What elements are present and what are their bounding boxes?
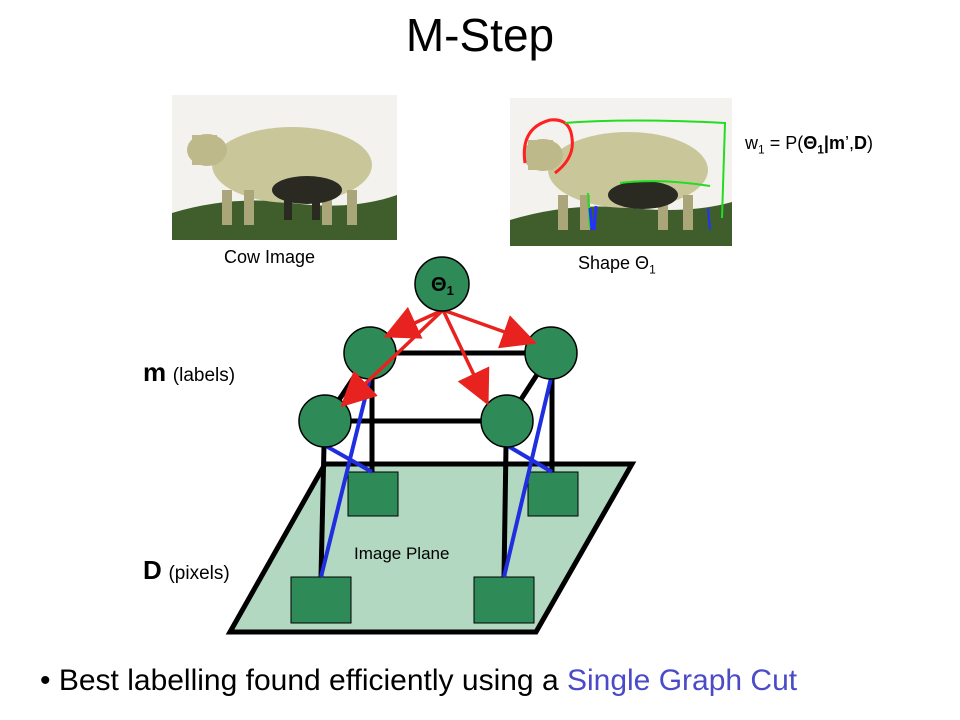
shape-image-caption: Shape Θ1 [578, 253, 656, 277]
theta-node-symbol: Θ [431, 274, 447, 296]
formula-bar: | [823, 133, 829, 153]
pixel-node-back-left [347, 471, 399, 517]
pixels-symbol: D [143, 555, 162, 585]
labels-symbol: m [143, 357, 167, 387]
pixel-node-back-right [527, 471, 579, 517]
label-node-front-right [480, 394, 534, 448]
label-node-back-left [343, 326, 397, 380]
pixel-node-front-right [473, 576, 535, 624]
formula-eq: = P( [764, 133, 804, 153]
image-plane-label: Image Plane [354, 544, 449, 563]
formula-w: w [745, 133, 758, 153]
formula-theta-sub: 1 [817, 142, 824, 157]
cow-image-illustration [172, 95, 397, 240]
bullet-text: Best labelling found efficiently using a [50, 664, 567, 697]
label-node-back-right [524, 326, 578, 380]
formula-close: ) [866, 133, 873, 153]
shape-caption-sub: 1 [649, 262, 656, 277]
bullet-marker: • [40, 664, 51, 697]
shape-image [510, 98, 732, 246]
data-edge-front-right [501, 445, 509, 578]
formula-comma: ’, [844, 133, 854, 153]
formula-d: D [853, 133, 867, 153]
blue-edge-4 [506, 444, 554, 474]
theta-arrow-front-left [340, 308, 445, 408]
blue-edge-1 [319, 377, 372, 578]
summary-bullet: • Best labelling found efficiently using… [40, 664, 797, 698]
pixel-node-front-left [290, 576, 352, 624]
cow-image-caption: Cow Image [224, 247, 316, 267]
theta-arrow-back-right [442, 308, 537, 349]
formula-w-sub: 1 [758, 142, 765, 157]
bullet-highlight: Single Graph Cut [566, 664, 798, 697]
labels-row-label: m (labels) [143, 357, 235, 388]
slide-title: M-Step [405, 9, 555, 61]
pixels-row-label: D (pixels) [143, 555, 230, 586]
label-node-front-left [298, 394, 352, 448]
cow-image [172, 95, 397, 240]
theta-node-sub: 1 [447, 283, 454, 298]
labels-description: (labels) [172, 365, 236, 386]
blue-edge-2 [325, 444, 373, 474]
formula-m: m [828, 133, 845, 153]
formula-theta: Θ [803, 133, 818, 153]
theta-arrow-front-right [441, 309, 490, 406]
pixels-description: (pixels) [168, 563, 230, 584]
theta-arrow-back-left [383, 306, 444, 339]
data-edge-front-left [318, 445, 327, 578]
blue-edge-3 [502, 377, 553, 578]
theta-node [414, 256, 470, 312]
shape-caption-text: Shape Θ [578, 253, 650, 273]
shape-image-illustration [510, 98, 732, 246]
weight-formula: w1 = P(Θ1|m’,D) [745, 133, 873, 157]
theta-node-label: Θ1 [431, 274, 454, 298]
